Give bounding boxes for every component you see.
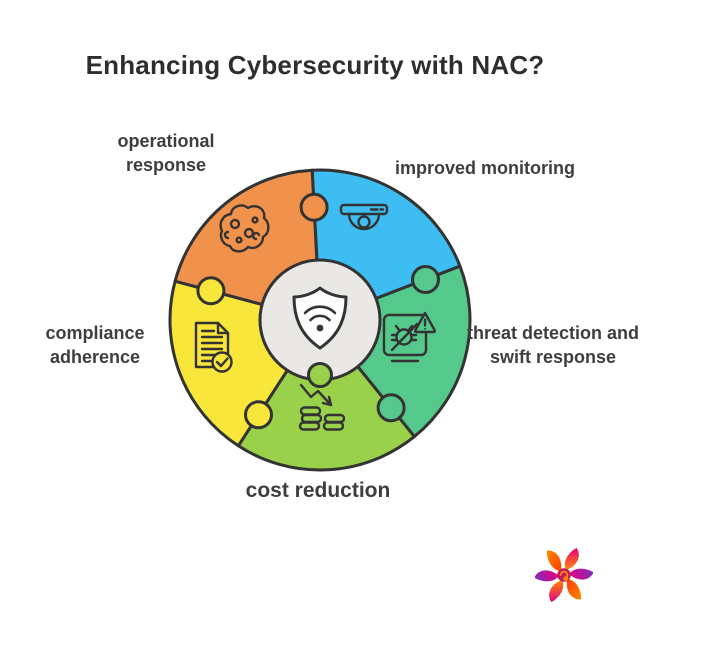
puzzle-knob <box>307 362 333 388</box>
puzzle-knob <box>299 192 329 222</box>
security-camera-icon <box>339 203 389 231</box>
label-line: improved monitoring <box>395 158 575 178</box>
colorful-swirl-logo <box>535 547 593 603</box>
label-line: swift response <box>489 347 617 367</box>
label-cost-reduction: cost reduction <box>218 479 418 503</box>
label-line: operational <box>117 131 215 151</box>
label-compliance-adherence: compliance adherence <box>0 321 195 369</box>
puzzle-wheel <box>168 168 472 472</box>
label-line: compliance <box>45 323 145 343</box>
label-line: threat detection and <box>466 323 640 343</box>
brain-icon <box>219 204 270 253</box>
label-improved-monitoring: improved monitoring <box>385 156 585 180</box>
puzzle-knob <box>244 400 273 430</box>
label-line: adherence <box>49 347 141 367</box>
puzzle-knob <box>196 276 226 306</box>
bug-warning-monitor-icon <box>382 311 437 363</box>
label-line: cost reduction <box>245 479 391 502</box>
segment-cost <box>236 318 416 472</box>
puzzle-knob <box>376 393 406 423</box>
money-decrease-icon <box>298 383 346 431</box>
document-check-icon <box>194 321 233 373</box>
label-line: response <box>125 155 207 175</box>
shield-wifi-icon <box>292 286 348 350</box>
puzzle-knob <box>411 265 440 294</box>
label-operational-response: operational response <box>66 129 266 177</box>
logo-petals <box>535 547 593 603</box>
page-title: Enhancing Cybersecurity with NAC? <box>85 50 545 80</box>
label-threat-detection: threat detection and swift response <box>453 321 653 369</box>
